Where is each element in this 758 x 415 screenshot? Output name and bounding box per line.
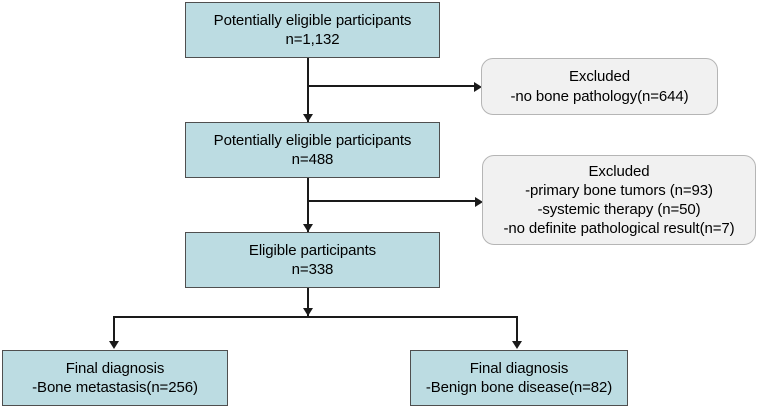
node-potentially-eligible-1132: Potentially eligible participants n=1,13… — [185, 2, 440, 58]
connector-eligible-stem — [307, 288, 309, 316]
arrowhead-final-right — [512, 341, 522, 349]
connector-screened-to-eligible — [307, 178, 309, 232]
node-final-diagnosis-bone-metastasis: Final diagnosis -Bone metastasis(n=256) — [2, 350, 228, 406]
arrowhead-final-left — [109, 341, 119, 349]
node-excluded-other-reasons: Excluded -primary bone tumors (n=93) -sy… — [482, 155, 756, 245]
excluded-reason: -primary bone tumors (n=93) — [525, 181, 713, 199]
node-excluded-no-bone-pathology: Excluded -no bone pathology(n=644) — [481, 58, 718, 115]
connector-enrolled-to-screened — [307, 58, 309, 122]
connector-branch-excluded-1 — [307, 85, 477, 87]
node-label: Potentially eligible participants — [213, 11, 412, 29]
node-count: n=338 — [291, 261, 334, 278]
arrowhead-eligible-stem — [303, 308, 313, 316]
arrowhead-enrolled-to-screened — [303, 114, 313, 122]
excluded-reason: -no definite pathological result(n=7) — [503, 220, 735, 238]
final-title: Final diagnosis — [469, 359, 569, 377]
excluded-reason: -systemic therapy (n=50) — [537, 201, 701, 218]
connector-split-bar — [113, 316, 518, 318]
arrowhead-screened-to-eligible — [303, 224, 313, 232]
final-title: Final diagnosis — [65, 359, 165, 377]
excluded-title: Excluded — [588, 162, 650, 180]
node-eligible-338: Eligible participants n=338 — [185, 232, 440, 288]
final-detail: -Benign bone disease(n=82) — [425, 379, 613, 396]
connector-branch-excluded-2 — [307, 200, 478, 202]
node-count: n=488 — [291, 151, 334, 168]
node-potentially-eligible-488: Potentially eligible participants n=488 — [185, 122, 440, 178]
excluded-reason: -no bone pathology(n=644) — [510, 87, 689, 105]
arrowhead-excluded-1 — [474, 82, 482, 92]
node-label: Eligible participants — [248, 241, 377, 259]
connector-split-left — [113, 316, 115, 346]
arrowhead-excluded-2 — [475, 197, 483, 207]
node-count: n=1,132 — [285, 31, 340, 48]
final-detail: -Bone metastasis(n=256) — [32, 379, 198, 396]
node-label: Potentially eligible participants — [213, 131, 412, 149]
connector-split-right — [516, 316, 518, 346]
node-final-diagnosis-benign-bone-disease: Final diagnosis -Benign bone disease(n=8… — [410, 350, 628, 406]
excluded-title: Excluded — [569, 68, 630, 86]
